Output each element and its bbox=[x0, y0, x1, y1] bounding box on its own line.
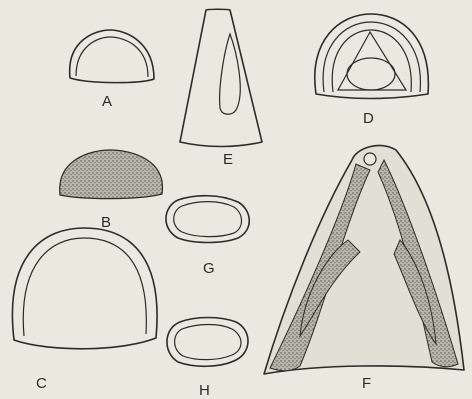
figure-g: G bbox=[166, 196, 249, 277]
label-h: H bbox=[199, 382, 210, 399]
label-g: G bbox=[203, 260, 215, 277]
label-c: C bbox=[36, 375, 47, 392]
label-a: A bbox=[102, 93, 112, 110]
figure-c: C bbox=[12, 228, 157, 392]
label-b: B bbox=[101, 214, 111, 231]
figure-h: H bbox=[167, 318, 248, 399]
label-e: E bbox=[223, 151, 233, 168]
label-f: F bbox=[362, 375, 371, 392]
figure-b: B bbox=[60, 150, 163, 231]
figure-f: F bbox=[264, 145, 464, 392]
figure-a: A bbox=[70, 30, 154, 110]
label-d: D bbox=[363, 110, 374, 127]
figure-e: E bbox=[180, 9, 262, 168]
figure-d: D bbox=[315, 14, 429, 127]
